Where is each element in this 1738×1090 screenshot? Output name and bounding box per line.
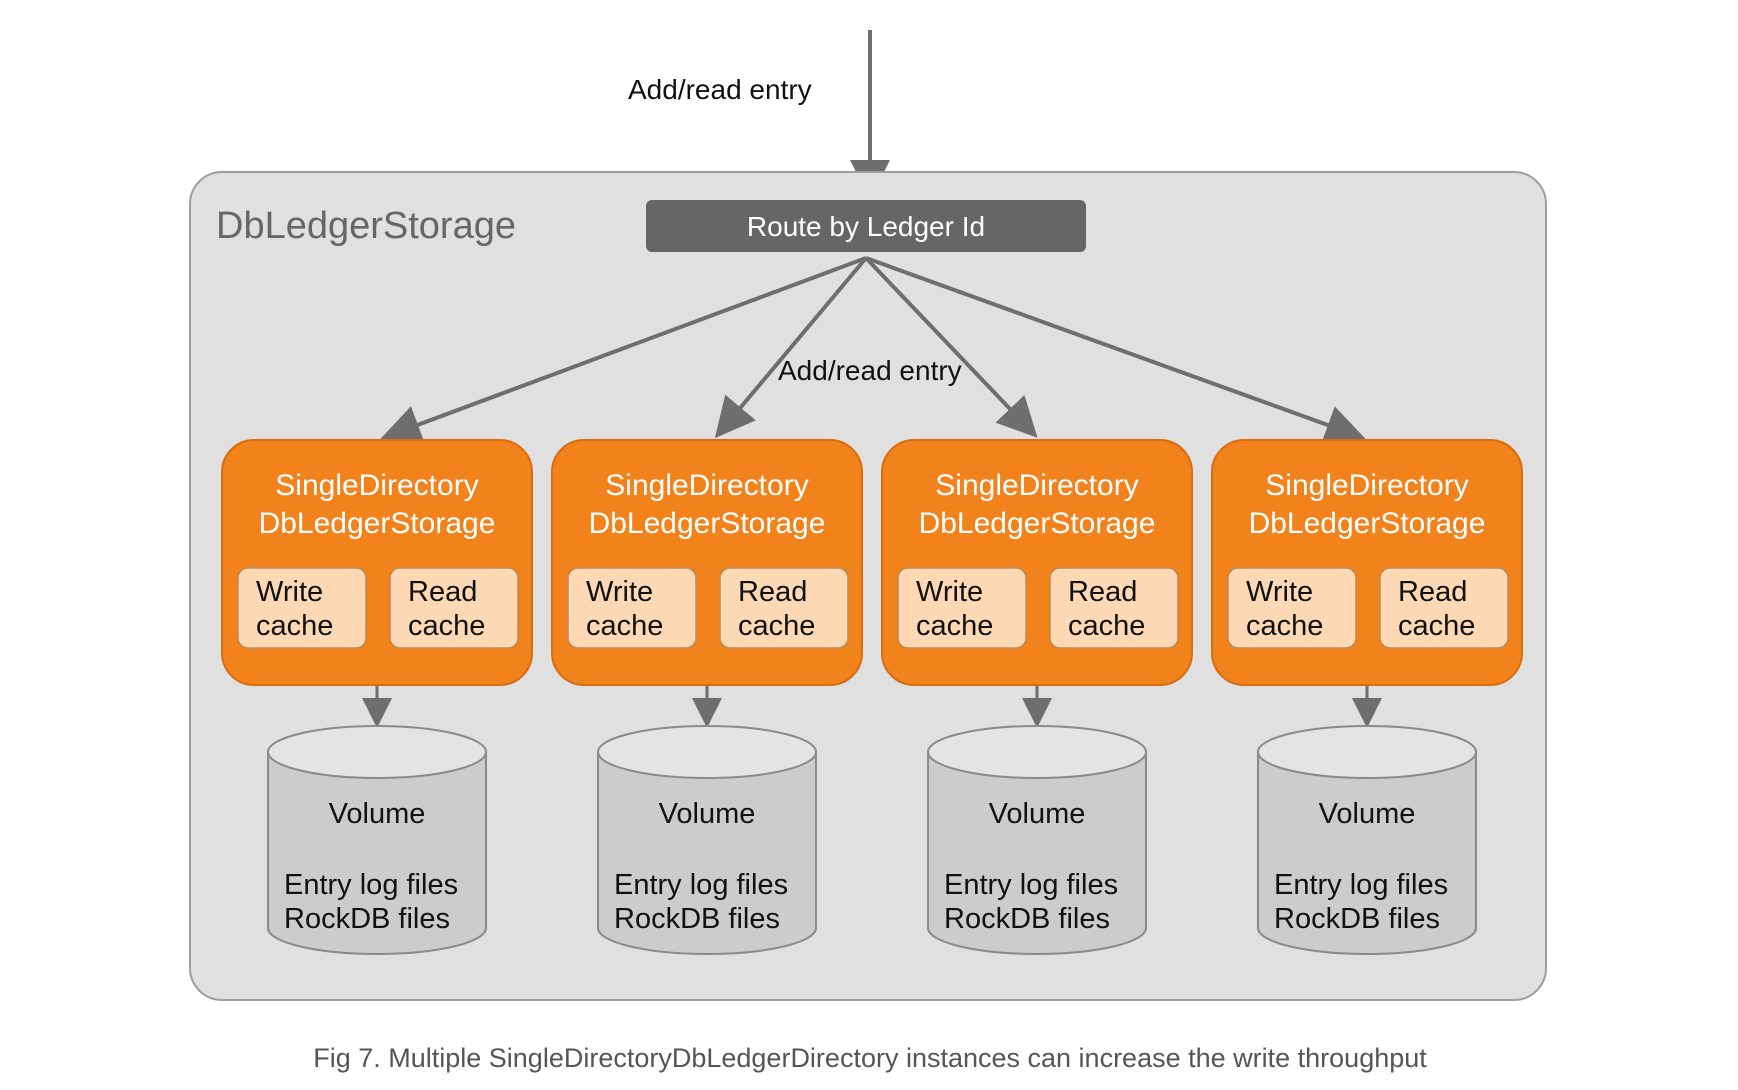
storage-column-4: SingleDirectoryDbLedgerStorageWritecache… (1211, 439, 1523, 955)
write-cache-label-2: cache (1246, 610, 1323, 642)
volume-cylinder (927, 751, 1147, 955)
write-cache-label-2: cache (256, 610, 333, 642)
storage-title-line2: DbLedgerStorage (589, 507, 826, 540)
volume-title: Volume (329, 798, 426, 830)
write-cache-label-2: cache (586, 610, 663, 642)
volume-line2: RockDB files (284, 903, 450, 935)
storage-column-3: SingleDirectoryDbLedgerStorageWritecache… (881, 439, 1193, 955)
write-cache-box (897, 567, 1027, 649)
volume-cylinder (267, 751, 487, 955)
dbledgerstorage-container (189, 171, 1547, 1001)
route-arrow-2 (714, 256, 868, 439)
inner-entry-label: Add/read entry (778, 355, 962, 386)
storage-title-line1: SingleDirectory (605, 469, 808, 502)
volume-line2: RockDB files (944, 903, 1110, 935)
read-cache-box (1379, 567, 1509, 649)
route-arrow-1 (380, 256, 867, 444)
write-cache-box (1227, 567, 1357, 649)
storage-column-2: SingleDirectoryDbLedgerStorageWritecache… (551, 439, 863, 955)
volume-line2: RockDB files (1274, 903, 1440, 935)
route-arrow-3 (864, 256, 1038, 438)
write-cache-label-2: cache (916, 610, 993, 642)
write-cache-label-1: Write (1246, 576, 1313, 608)
read-cache-label-2: cache (408, 610, 485, 642)
write-cache-label-1: Write (256, 576, 323, 608)
volume-cylinder-top (927, 725, 1147, 779)
write-cache-box (567, 567, 697, 649)
volume-cylinder-top (1257, 725, 1477, 779)
storage-title-line1: SingleDirectory (275, 469, 478, 502)
read-cache-label-1: Read (1398, 576, 1467, 608)
volume-title: Volume (659, 798, 756, 830)
storage-title-line1: SingleDirectory (1265, 469, 1468, 502)
router-box (646, 200, 1086, 252)
read-cache-label-1: Read (1068, 576, 1137, 608)
figure-caption: Fig 7. Multiple SingleDirectoryDbLedgerD… (313, 1043, 1427, 1073)
volume-line1: Entry log files (614, 869, 788, 901)
volume-line2: RockDB files (614, 903, 780, 935)
read-cache-label-1: Read (408, 576, 477, 608)
volume-cylinder-top (267, 725, 487, 779)
volume-title: Volume (1319, 798, 1416, 830)
read-cache-label-2: cache (1398, 610, 1475, 642)
storage-title-line2: DbLedgerStorage (919, 507, 1156, 540)
container-title: DbLedgerStorage (216, 205, 516, 247)
storage-column-1: SingleDirectoryDbLedgerStorageWritecache… (221, 439, 533, 955)
read-cache-label-2: cache (1068, 610, 1145, 642)
read-cache-box (389, 567, 519, 649)
volume-cylinder (1257, 751, 1477, 955)
write-cache-box (237, 567, 367, 649)
entry-label: Add/read entry (628, 74, 812, 105)
write-cache-label-1: Write (586, 576, 653, 608)
read-cache-box (719, 567, 849, 649)
volume-line1: Entry log files (944, 869, 1118, 901)
storage-title-line1: SingleDirectory (935, 469, 1138, 502)
read-cache-label-1: Read (738, 576, 807, 608)
storage-title-line2: DbLedgerStorage (259, 507, 496, 540)
storage-title-line2: DbLedgerStorage (1249, 507, 1486, 540)
read-cache-label-2: cache (738, 610, 815, 642)
route-arrow-4 (865, 256, 1366, 444)
write-cache-label-1: Write (916, 576, 983, 608)
volume-cylinder-top (597, 725, 817, 779)
volume-title: Volume (989, 798, 1086, 830)
volume-line1: Entry log files (284, 869, 458, 901)
volume-cylinder (597, 751, 817, 955)
read-cache-box (1049, 567, 1179, 649)
router-label: Route by Ledger Id (747, 211, 985, 242)
volume-line1: Entry log files (1274, 869, 1448, 901)
